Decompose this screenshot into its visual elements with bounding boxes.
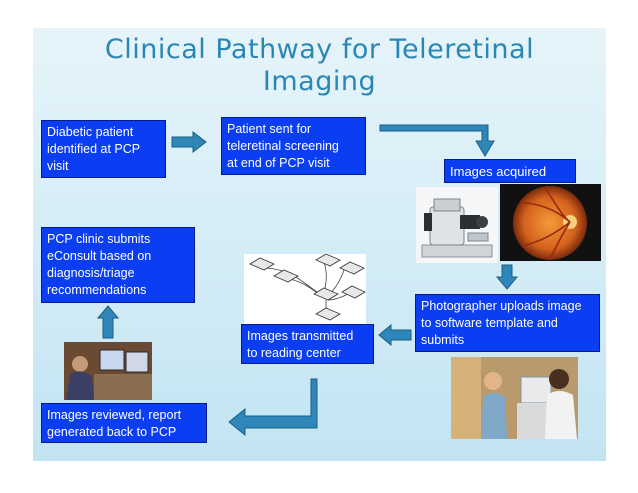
step-text-line: visit (47, 159, 69, 173)
step-text-line: generated back to PCP (47, 425, 177, 439)
step-photographer-uploads: Photographer uploads image to software t… (415, 294, 600, 352)
network-diagram-image (244, 254, 366, 324)
step-text-line: Diabetic patient (47, 125, 134, 139)
step-pcp-clinic-submits: PCP clinic submits eConsult based on dia… (41, 227, 195, 303)
step-text-line: at end of PCP visit (227, 156, 330, 170)
step-images-reviewed: Images reviewed, report generated back t… (41, 403, 207, 443)
network-computers-icon (249, 254, 366, 321)
step-text-line: Photographer uploads image (421, 299, 582, 313)
arrow-right-icon (171, 131, 207, 153)
step-patient-sent: Patient sent for teleretinal screening a… (221, 117, 366, 175)
photographer-photo (451, 357, 578, 439)
step-text-line: Images reviewed, report (47, 408, 182, 422)
slide-title: Clinical Pathway for Teleretinal Imaging (33, 34, 606, 98)
retinal-camera-image (416, 187, 498, 263)
fundus-image (500, 184, 601, 261)
arrow-up-icon (97, 305, 119, 339)
step-text-line: recommendations (47, 283, 147, 297)
step-text-line: to software template and (421, 316, 558, 330)
reviewer-photo (64, 342, 152, 400)
bent-arrow-down-icon (379, 124, 495, 157)
step-text-line: teleretinal screening (227, 139, 339, 153)
step-text-line: identified at PCP (47, 142, 141, 156)
step-text-line: Patient sent for (227, 122, 312, 136)
slide: Clinical Pathway for Teleretinal Imaging… (33, 28, 606, 461)
title-line-2: Imaging (262, 66, 377, 97)
retina-fundus-icon (513, 186, 587, 260)
step-images-acquired: Images acquired (444, 159, 576, 183)
step-text-line: Images acquired (450, 164, 547, 179)
arrow-down-icon (496, 264, 518, 290)
step-text-line: to reading center (247, 346, 341, 360)
arrow-left-icon (378, 324, 412, 346)
step-text-line: diagnosis/triage (47, 266, 135, 280)
step-text-line: PCP clinic submits (47, 232, 151, 246)
step-text-line: Images transmitted (247, 329, 354, 343)
retinal-camera-icon (421, 198, 493, 258)
step-text-line: eConsult based on (47, 249, 152, 263)
title-line-1: Clinical Pathway for Teleretinal (104, 34, 535, 65)
computer-reviewer-icon (64, 342, 152, 400)
photographer-patient-icon (451, 357, 578, 439)
step-images-transmitted: Images transmitted to reading center (241, 324, 374, 364)
step-text-line: submits (421, 333, 465, 347)
bent-arrow-left-icon (228, 378, 318, 437)
step-diabetic-patient: Diabetic patient identified at PCP visit (41, 120, 166, 178)
